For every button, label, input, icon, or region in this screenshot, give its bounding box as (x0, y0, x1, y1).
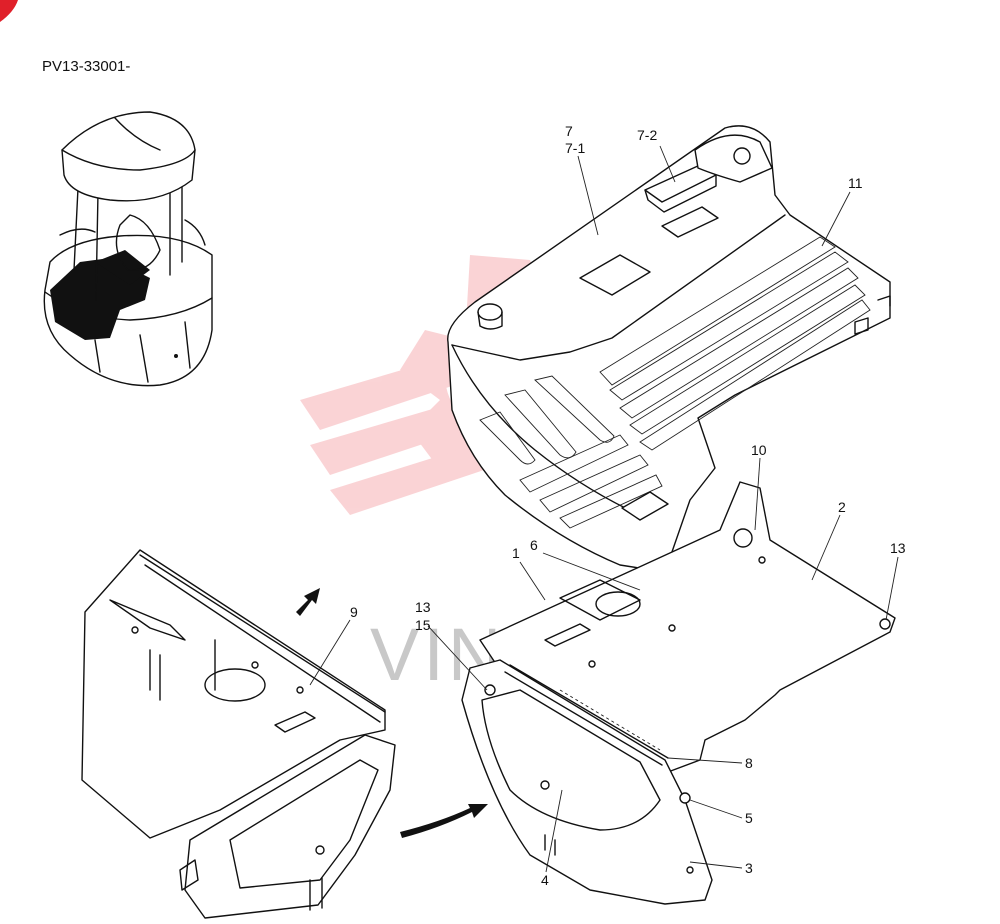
callout-7-1: 7-1 (565, 140, 585, 156)
machine-inset-view (43, 111, 213, 387)
callout-8: 8 (745, 755, 753, 771)
direction-arrow-up (296, 588, 320, 616)
callout-1: 1 (512, 545, 520, 561)
callout-labels: 7 7-1 7-2 11 10 2 13 6 1 13 15 9 8 5 3 4 (350, 123, 906, 888)
floor-plate-left-view (81, 549, 396, 919)
callout-11: 11 (848, 175, 863, 191)
callout-7: 7 (565, 123, 573, 139)
floor-plate-right (479, 481, 896, 776)
part-code: PV13-33001- (42, 58, 130, 75)
floor-mat-assembly (447, 125, 891, 573)
leader-lines (309, 145, 899, 873)
corner-accent-mark (0, 0, 18, 22)
callout-2: 2 (838, 499, 846, 515)
callout-4: 4 (541, 872, 549, 888)
callout-5: 5 (745, 810, 753, 826)
callout-15: 15 (415, 617, 431, 633)
callout-10: 10 (751, 442, 767, 458)
callout-13-right: 13 (890, 540, 906, 556)
callout-9: 9 (350, 604, 358, 620)
callout-7-2: 7-2 (637, 127, 657, 143)
callout-13-left: 13 (415, 599, 431, 615)
callout-6: 6 (530, 537, 538, 553)
callout-3: 3 (745, 860, 753, 876)
side-panel-right (461, 659, 713, 905)
direction-arrow-curve (400, 804, 488, 838)
